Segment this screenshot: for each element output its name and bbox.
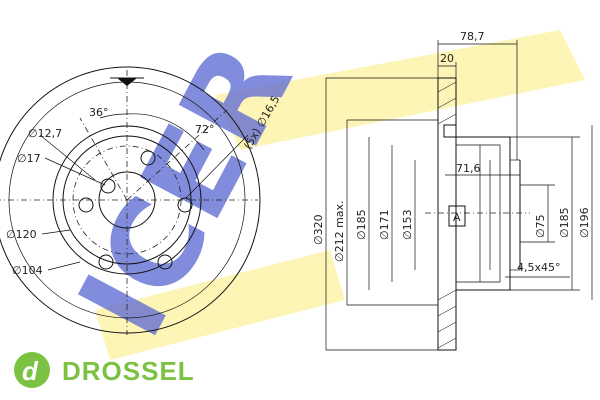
top-arrow [117, 78, 137, 86]
dia-17-label: ∅17 [17, 152, 41, 165]
dia-196-label: ∅196 [578, 207, 591, 238]
side-view: A 78,7 20 71,6 4,5x45° ∅320 ∅212 [312, 30, 593, 351]
width-78-7-label: 78,7 [460, 30, 485, 43]
drossel-logo-letter: d [22, 356, 39, 386]
angle-arc-36 [99, 113, 128, 119]
leader-line [185, 134, 249, 199]
bolt-hole [78, 197, 94, 213]
disc-section-hatch [437, 81, 457, 349]
section-label-box [448, 205, 466, 227]
dia-185-label: ∅185 [355, 209, 368, 240]
drossel-logo: d DROSSEL [14, 352, 195, 388]
dia-185b-label: ∅185 [558, 207, 571, 238]
section-marker-box [443, 124, 457, 138]
bolt-hole [140, 150, 156, 166]
dia-320-label: ∅320 [312, 214, 325, 245]
dia-104-label: ∅104 [12, 264, 43, 277]
dia-171-label: ∅171 [378, 209, 391, 240]
angle-72-label: 72° [195, 123, 215, 136]
bolt-hole [100, 178, 116, 194]
bolt-hole [157, 254, 173, 270]
leader-line [44, 157, 106, 186]
leader-line [47, 261, 81, 271]
drossel-logo-icon [14, 352, 50, 388]
bolt-holes [78, 150, 193, 270]
leader-line [39, 134, 96, 181]
thickness-20-label: 20 [440, 52, 454, 65]
drossel-logo-text: DROSSEL [62, 356, 195, 386]
disc-section [437, 77, 457, 351]
dia-212-label: ∅212 max. [333, 200, 346, 262]
bolt-hole [98, 254, 114, 270]
angle-36-label: 36° [89, 106, 109, 119]
angle-line [126, 109, 228, 201]
icer-watermark: ICER [53, 22, 585, 360]
dia-153-label: ∅153 [401, 209, 414, 240]
angle-arc-72 [126, 113, 205, 151]
depth-71-6-label: 71,6 [456, 162, 481, 175]
hat-outline [456, 136, 511, 291]
leader-line [41, 229, 71, 235]
angle-line [79, 117, 128, 201]
bolt-hole [177, 197, 193, 213]
hat-inner-outline [456, 144, 501, 283]
section-label: A [453, 211, 461, 224]
dia-120-label: ∅120 [6, 228, 37, 241]
chamfer-label: 4,5x45° [517, 261, 561, 274]
dia-12-7-label: ∅12,7 [28, 127, 62, 140]
dia-75-label: ∅75 [534, 214, 547, 238]
